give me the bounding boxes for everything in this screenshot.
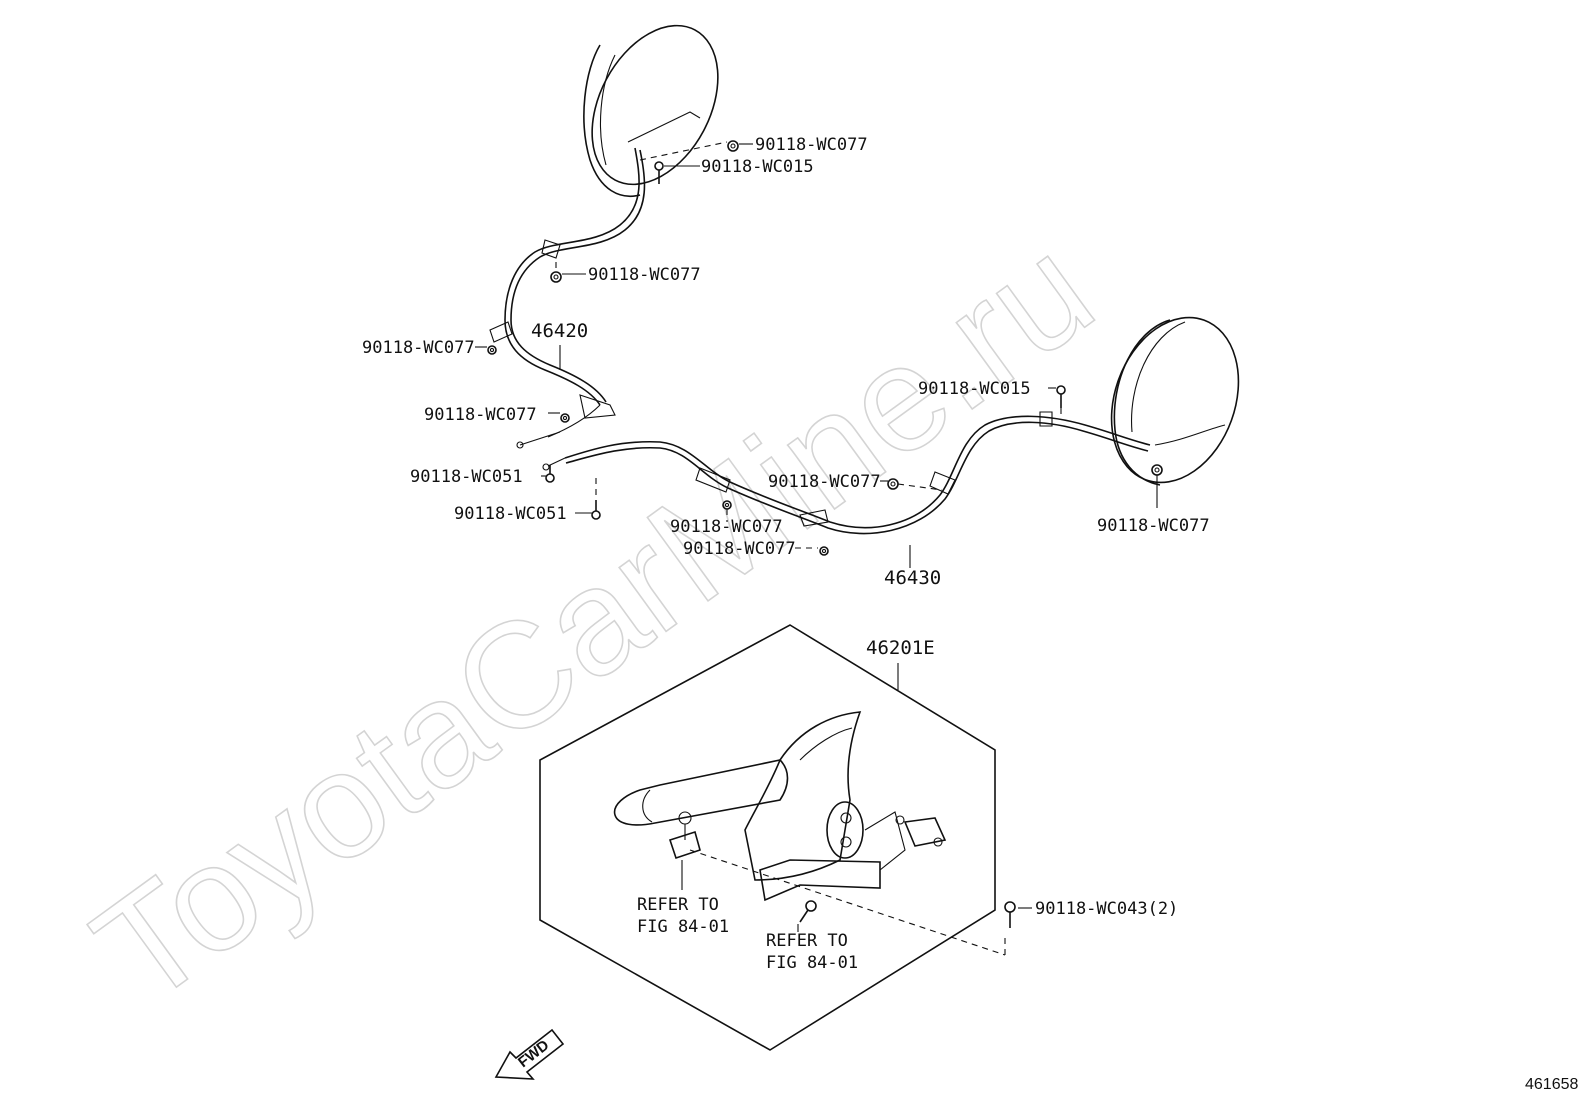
fastener-label: 90118-WC043(2)	[1035, 899, 1178, 919]
parking-brake-cable-46430	[542, 411, 1151, 535]
refer-label: REFER TO	[766, 931, 848, 951]
bolt-icon	[1004, 901, 1016, 928]
rear-brake-drum-left	[583, 24, 719, 197]
bolt-icon	[591, 500, 601, 520]
nut-icon	[1151, 464, 1163, 476]
nut-icon	[487, 345, 497, 355]
bolt-icon	[1056, 385, 1066, 408]
bolt-icon	[654, 161, 664, 184]
refer-label: REFER TO	[637, 895, 719, 915]
rear-brake-drum-right	[1110, 316, 1240, 486]
fastener-label: 90118-WC077	[768, 472, 881, 492]
fastener-label: 90118-WC015	[918, 379, 1031, 399]
leader-lines	[475, 141, 1158, 909]
watermark: ToyotaCarMine.ru	[65, 204, 1121, 1036]
nut-icon	[550, 271, 562, 283]
lever-assembly-46201E	[539, 624, 1006, 1051]
part-number-46420: 46420	[531, 320, 588, 342]
part-number-46201E: 46201E	[866, 637, 935, 659]
fastener-label: 90118-WC077	[683, 539, 796, 559]
fastener-label: 90118-WC077	[424, 405, 537, 425]
fastener-label: 90118-WC077	[362, 338, 475, 358]
fastener-label: 90118-WC015	[701, 157, 814, 177]
refer-label: FIG 84-01	[766, 953, 858, 973]
fastener-label: 90118-WC077	[588, 265, 701, 285]
fastener-label: 90118-WC051	[454, 504, 567, 524]
fastener-label: 90118-WC077	[670, 517, 783, 537]
bolt-icon	[545, 465, 555, 483]
refer-label: FIG 84-01	[637, 917, 729, 937]
nut-icon	[560, 413, 570, 423]
fastener-label: 90118-WC077	[1097, 516, 1210, 536]
fastener-label: 90118-WC051	[410, 467, 523, 487]
figure-number: 461658	[1525, 1076, 1578, 1093]
nut-icon	[819, 546, 829, 556]
parking-brake-cable-46420	[489, 147, 646, 449]
part-number-46430: 46430	[884, 567, 941, 589]
fastener-label: 90118-WC077	[755, 135, 868, 155]
nut-icon	[727, 140, 739, 152]
fwd-arrow-icon: FWD	[494, 1028, 565, 1080]
